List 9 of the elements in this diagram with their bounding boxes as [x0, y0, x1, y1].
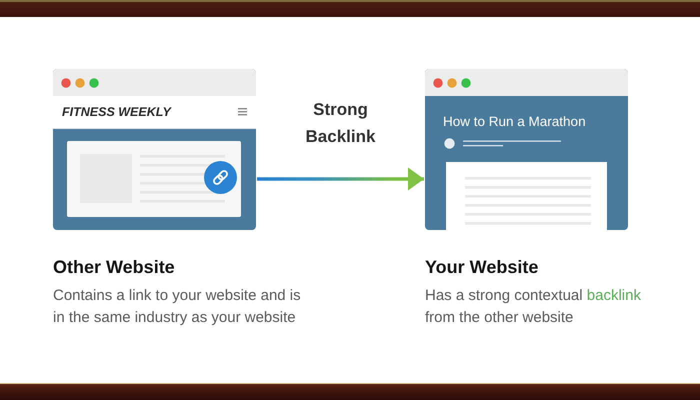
site-title: FITNESS WEEKLY [62, 104, 171, 120]
arrow [257, 168, 424, 190]
caption-heading: Your Website [425, 256, 538, 278]
caption-text: Has a strong contextual backlink from the other website [425, 286, 642, 328]
browser-window [53, 69, 256, 230]
caption-heading: Other Website [53, 256, 175, 278]
browser-window [425, 69, 628, 230]
caption-text: Contains a link to your website and is in the same industry as your website [53, 286, 302, 328]
article-title: How to Run a Marathon [443, 113, 586, 130]
